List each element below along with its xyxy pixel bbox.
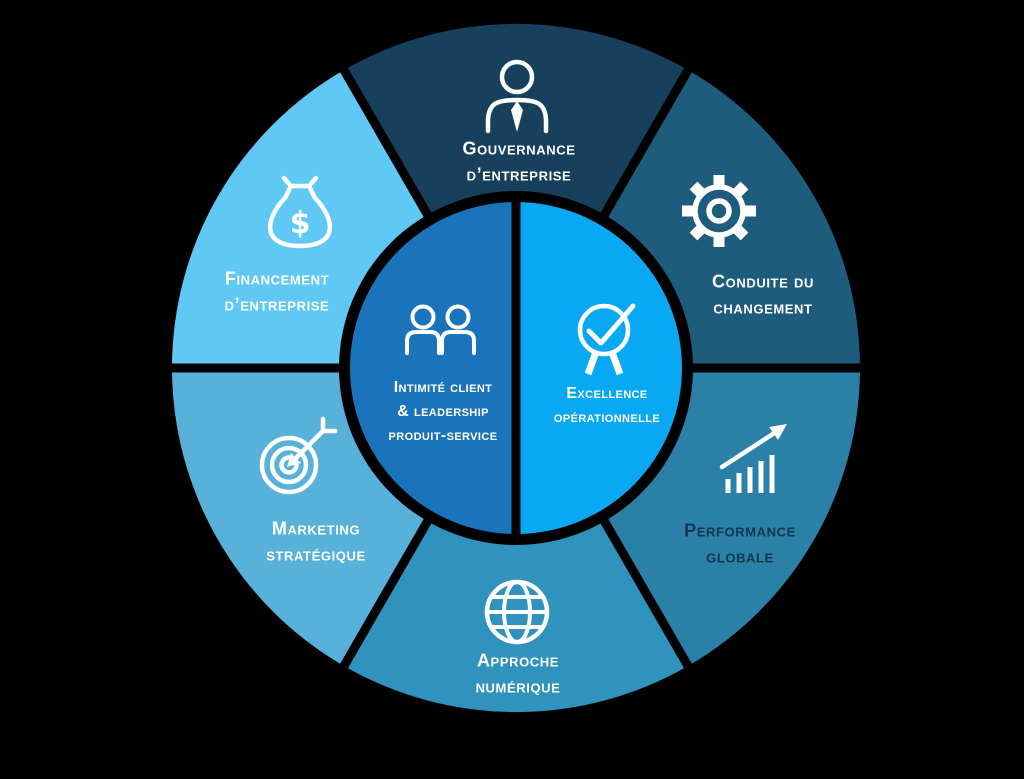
svg-text:$: $ [290,206,311,241]
money-bag-icon: $ [268,175,332,249]
segment-conduite-label: Conduite du changement [712,271,814,317]
center-left-shape [350,202,516,534]
globe-icon [484,579,550,645]
segment-approche-label: Approche numérique [475,650,561,696]
center-right-shape [516,202,682,534]
segment-financement-label: Financement d’entreprise [224,268,330,314]
two-people-icon [405,304,476,355]
gear-icon [682,175,756,247]
growth-chart-icon [719,424,787,493]
segment-performance-label: Performance globale [684,520,796,566]
center-left-label: Intimité client & leadership produit-ser… [388,379,498,444]
person-tie-icon [485,59,549,134]
segment-marketing-label: Marketing stratégique [266,518,366,564]
center-right-label: Excellence opérationnelle [553,385,661,426]
medal-check-icon [577,303,636,376]
target-arrow-icon [259,416,338,495]
segment-gouvernance-label: Gouvernance d’entreprise [462,138,576,184]
